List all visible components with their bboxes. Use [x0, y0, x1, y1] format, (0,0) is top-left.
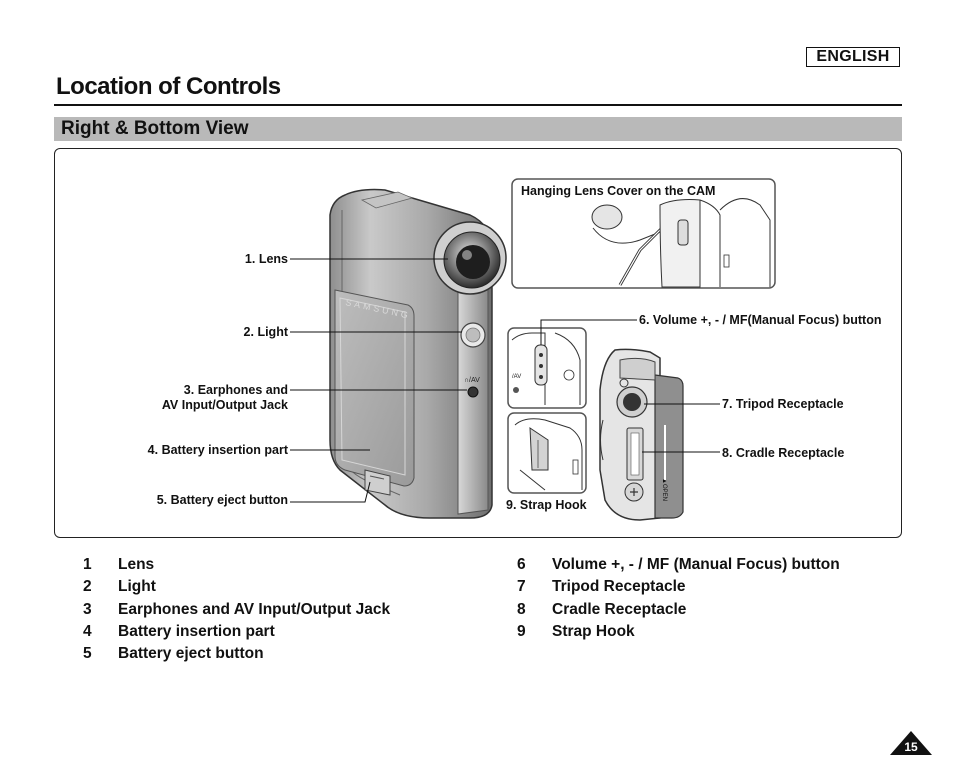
legend-number: 1 [83, 556, 92, 573]
inset-strap-hook [507, 412, 587, 494]
section-title: Right & Bottom View [61, 118, 249, 139]
legend-number: 5 [83, 645, 92, 662]
callout-strap: 9. Strap Hook [506, 498, 587, 513]
legend-text: Earphones and AV Input/Output Jack [118, 601, 391, 618]
callout-battery-eject: 5. Battery eject button [157, 493, 288, 508]
leader-lines [290, 258, 720, 503]
legend-text: Tripod Receptacle [552, 578, 686, 595]
callout-tripod: 7. Tripod Receptacle [722, 397, 844, 412]
inset-lens-cover [511, 178, 776, 289]
legend-number: 7 [517, 578, 526, 595]
legend-number: 3 [83, 601, 92, 618]
camcorder-body: SAMSUNG ∩/AV [329, 188, 507, 519]
callout-volume: 6. Volume +, - / MF(Manual Focus) button [639, 313, 881, 328]
callout-earphones: 3. Earphones and AV Input/Output Jack [162, 383, 288, 413]
open-label: ▲OPEN [661, 478, 667, 501]
callout-earphones-line1: 3. Earphones and [183, 383, 288, 397]
inset-volume: /AV [507, 327, 587, 409]
jack-label: ∩/AV [464, 377, 480, 384]
legend-text: Strap Hook [552, 623, 635, 640]
page-title: Location of Controls [56, 73, 281, 100]
legend-number: 9 [517, 623, 526, 640]
legend-number: 4 [83, 623, 92, 640]
title-rule [54, 104, 902, 106]
page-number-badge: 15 [890, 731, 932, 755]
callout-battery-insertion: 4. Battery insertion part [148, 443, 288, 458]
legend-text: Lens [118, 556, 155, 573]
callout-volume-text: 6. Volume +, - / MF(Manual Focus) button [639, 313, 882, 327]
callout-earphones-line2: AV Input/Output Jack [161, 398, 288, 412]
legend-text: Battery insertion part [118, 623, 275, 640]
legend-number: 2 [83, 578, 92, 595]
legend-text: Volume +, - / MF (Manual Focus) button [552, 556, 840, 573]
jack-icon [467, 386, 479, 398]
legend-text: Cradle Receptacle [552, 601, 687, 618]
callout-strap-text: 9. Strap Hook [506, 498, 587, 512]
svg-text:/AV: /AV [512, 374, 521, 380]
legend-text: Battery eject button [118, 645, 264, 662]
callout-lens: 1. Lens [245, 252, 288, 267]
legend-number: 8 [517, 601, 526, 618]
callout-battery-eject-text: 5. Battery eject button [156, 493, 288, 507]
legend-text: Light [118, 578, 156, 595]
camcorder-bottom-view: ▲OPEN [599, 348, 684, 521]
callout-cradle-text: 8. Cradle Receptacle [722, 446, 845, 460]
callout-light: 2. Light [244, 325, 288, 340]
legend-left: 1 Lens 2 Light 3 Earphones and AV Input/… [83, 556, 483, 671]
language-badge: ENGLISH [806, 47, 900, 67]
figure-frame [54, 148, 902, 538]
triangle-icon [890, 731, 932, 755]
callout-battery-insertion-text: 4. Battery insertion part [147, 443, 288, 457]
page-number: 15 [904, 740, 918, 754]
callout-light-text: 2. Light [243, 325, 288, 339]
inset-title: Hanging Lens Cover on the CAM [521, 184, 716, 198]
section-header-bar: Right & Bottom View [54, 117, 902, 141]
callout-cradle: 8. Cradle Receptacle [722, 446, 844, 461]
callout-lens-text: 1. Lens [244, 252, 288, 266]
legend-number: 6 [517, 556, 526, 573]
callout-tripod-text: 7. Tripod Receptacle [722, 397, 844, 411]
legend-right: 6 Volume +, - / MF (Manual Focus) button… [517, 556, 917, 651]
